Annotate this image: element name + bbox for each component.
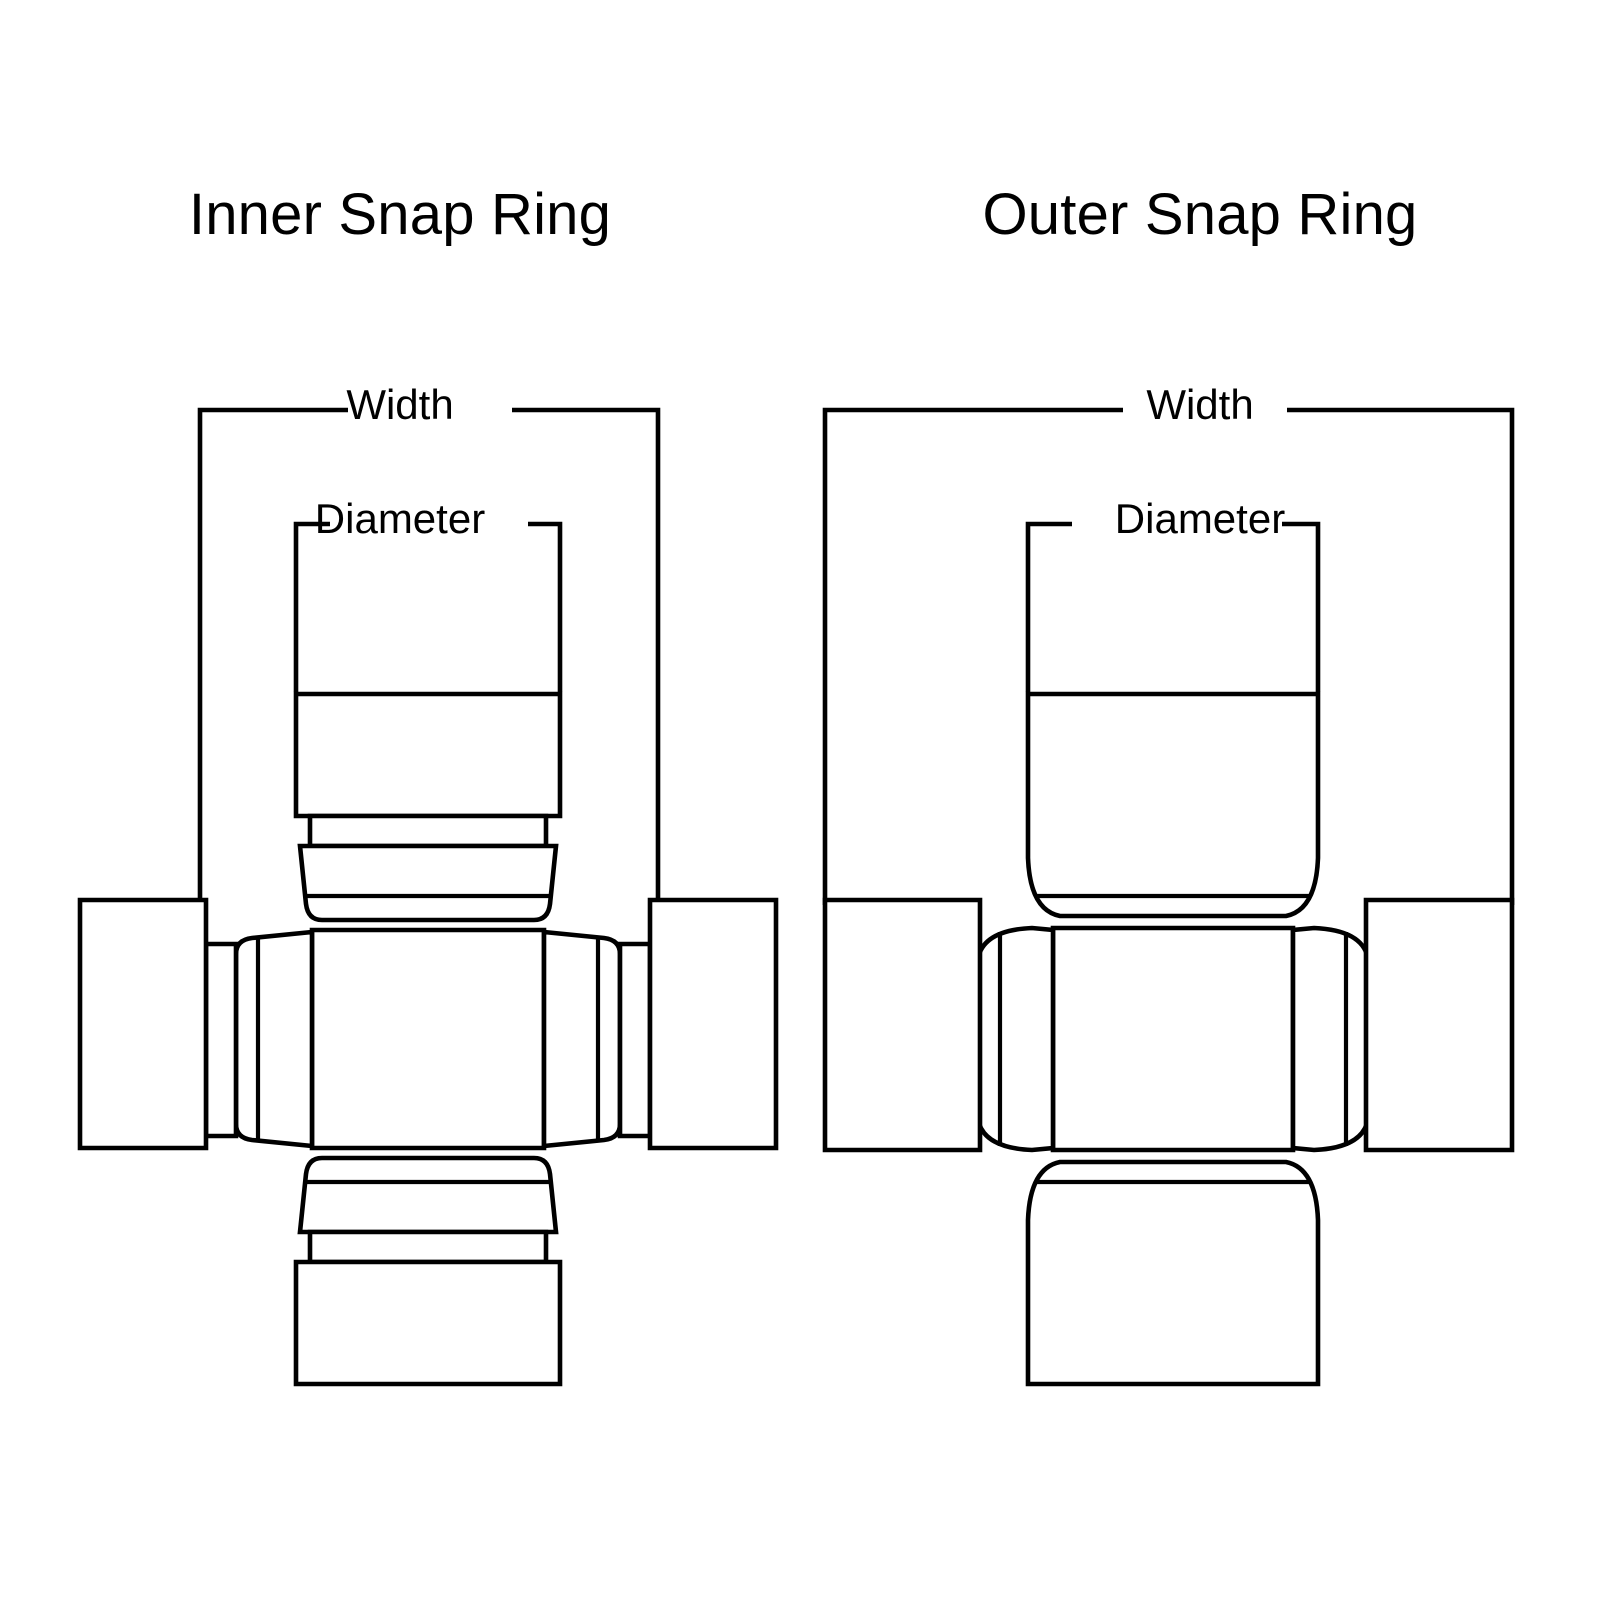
dimension-label-diameter-outer: Diameter [1114, 495, 1286, 542]
drawing-outer-snap-ring [800, 0, 1600, 1600]
dimension-label-diameter-inner: Diameter [314, 495, 486, 542]
right-flared-collar-inner [544, 932, 620, 1146]
panel-title-outer: Outer Snap Ring [982, 182, 1418, 247]
left-flared-collar-inner [236, 932, 312, 1146]
dimension-bracket-diameter-left-outer [1028, 524, 1072, 692]
dimension-bracket-width-left-inner [200, 410, 348, 900]
dimension-label-width-outer: Width [1146, 381, 1254, 428]
right-bearing-cap-inner [650, 900, 776, 1148]
dimension-bracket-diameter-left-inner [296, 524, 330, 692]
bottom-snap-ring-band-inner [310, 1232, 546, 1262]
right-snap-ring-band-inner [620, 944, 650, 1136]
panel-inner-snap-ring: Inner Snap Ring Width Diameter [0, 0, 800, 1600]
bottom-bearing-cap-outer [1028, 1162, 1318, 1384]
dimension-bracket-width-right-inner [512, 410, 658, 900]
panel-title-inner: Inner Snap Ring [188, 182, 612, 247]
dimension-bracket-diameter-right-inner [528, 524, 560, 692]
panel-outer-snap-ring: Outer Snap Ring Width Diameter [800, 0, 1600, 1600]
right-outer-bearing-cap-body [1366, 900, 1512, 1150]
dimension-bracket-diameter-right-outer [1282, 524, 1318, 692]
drawing-inner-snap-ring [0, 0, 800, 1600]
left-bearing-cap-inner [80, 900, 206, 1148]
top-bearing-cap-outer [1028, 694, 1318, 916]
dimension-label-width-inner: Width [346, 381, 454, 428]
bottom-flared-collar-inner [300, 1158, 556, 1232]
center-cross-body-inner [312, 930, 544, 1148]
dimension-bracket-width-right-outer [1287, 410, 1512, 905]
left-bearing-cap-outer [978, 928, 1053, 1150]
dimension-bracket-width-left-outer [825, 410, 1123, 905]
center-cross-body-outer [1053, 928, 1293, 1150]
top-snap-ring-band-inner [310, 816, 546, 846]
left-outer-bearing-cap-body [825, 900, 980, 1150]
left-snap-ring-band-inner [206, 944, 236, 1136]
top-bearing-cap-inner [296, 694, 560, 816]
top-flared-collar-inner [300, 846, 556, 920]
right-bearing-cap-outer [1293, 928, 1368, 1150]
bottom-bearing-cap-inner [296, 1262, 560, 1384]
